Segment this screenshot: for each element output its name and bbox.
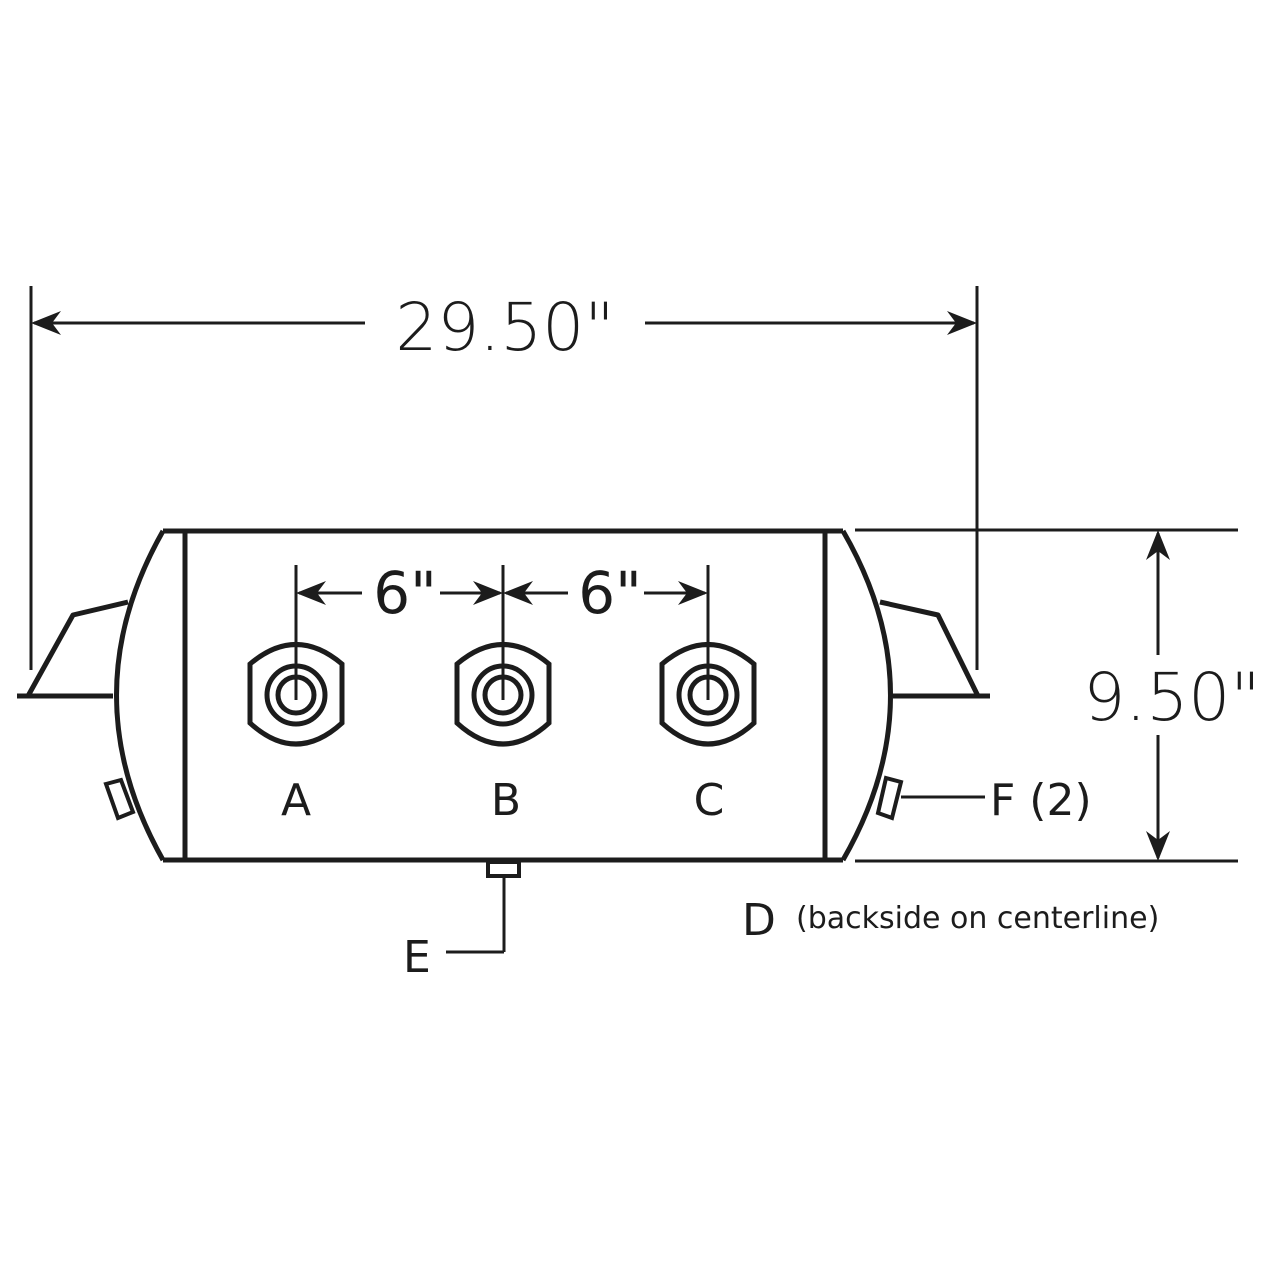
spacing-ab-label: 6" [373, 559, 437, 627]
port-b-label: B [491, 775, 521, 826]
diameter-dimension: 9.50" [855, 528, 1261, 863]
port-f-right: F (2) [875, 775, 1092, 826]
port-b: B [454, 565, 552, 826]
diameter-label: 9.50" [1083, 659, 1260, 736]
overall-length-dimension: 29.50" [29, 286, 979, 670]
d-callout: D (backside on centerline) [742, 895, 1159, 946]
overall-length-label: 29.50" [395, 289, 614, 366]
right-mounting-bracket [879, 599, 990, 699]
e-callout-label: E [403, 932, 431, 983]
port-c: C [659, 565, 757, 826]
left-mounting-bracket [17, 599, 129, 699]
port-e: E [403, 860, 521, 983]
d-callout-letter: D [742, 895, 776, 946]
port-spacing-dimension: 6" 6" [296, 559, 708, 627]
f-callout-label: F (2) [990, 775, 1092, 826]
port-f-left [103, 777, 136, 821]
port-c-label: C [694, 775, 725, 826]
port-a: A [247, 565, 345, 826]
port-a-label: A [281, 775, 311, 826]
d-callout-note: (backside on centerline) [796, 901, 1159, 936]
spacing-bc-label: 6" [578, 559, 642, 627]
